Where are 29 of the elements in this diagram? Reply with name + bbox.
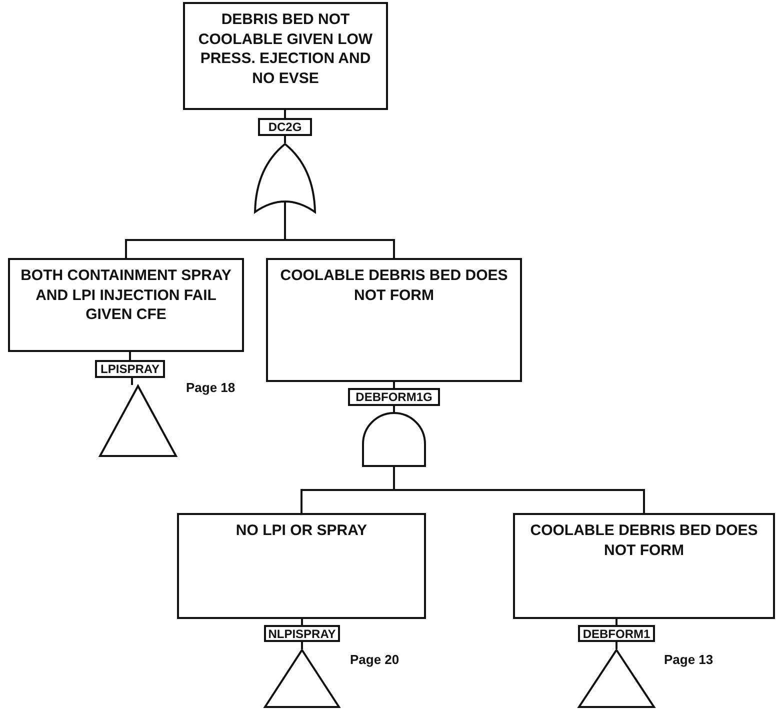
event-box — [8, 258, 244, 352]
page-reference: Page 13 — [664, 652, 714, 667]
connector-line — [131, 378, 133, 385]
event-text: NO LPI OR SPRAY — [236, 521, 368, 540]
event-tag: DC2G — [258, 118, 312, 136]
connector-line — [616, 642, 618, 649]
connector-line — [284, 136, 286, 143]
event-text: COOLABLE DEBRIS BED DOES NOT FORM — [279, 266, 509, 305]
connector-line — [393, 382, 395, 388]
event-tag: DEBFORM1 — [578, 625, 655, 642]
event-tag: LPISPRAY — [95, 360, 165, 378]
event-box — [513, 513, 775, 619]
event-tag: DEBFORM1G — [348, 388, 440, 406]
event-text: DEBRIS BED NOT COOLABLE GIVEN LOW PRESS. EJECTION AND NO EVSE — [197, 10, 374, 88]
connector-line — [284, 110, 286, 118]
event-box — [183, 2, 388, 110]
connector-line — [393, 406, 395, 412]
connector-line — [393, 467, 645, 513]
event-text: COOLABLE DEBRIS BED DOES NOT FORM — [529, 521, 759, 560]
page-reference: Page 20 — [350, 652, 400, 667]
connector-line — [301, 642, 303, 649]
event-text: BOTH CONTAINMENT SPRAY AND LPI INJECTION FAIL GIVEN CFE — [20, 266, 232, 324]
page-reference: Page 18 — [186, 380, 236, 395]
event-box — [177, 513, 426, 619]
connector-line — [301, 619, 303, 625]
event-tag: NLPISPRAY — [264, 625, 340, 642]
event-box — [266, 258, 522, 382]
connector-line — [129, 352, 131, 360]
connector-line — [616, 619, 618, 625]
